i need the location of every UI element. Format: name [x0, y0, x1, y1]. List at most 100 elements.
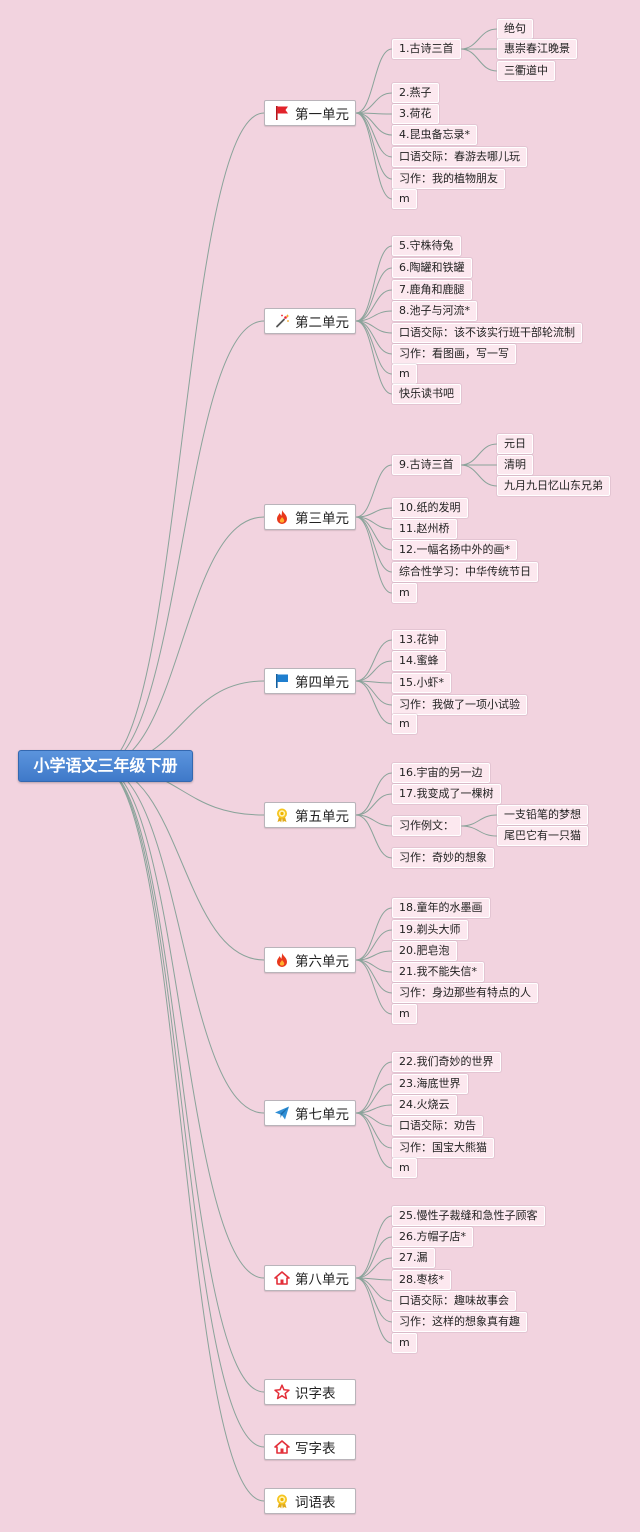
topic-item[interactable]: 15.小虾* [392, 673, 451, 693]
link-root-unit-9 [99, 765, 265, 1393]
topic-item[interactable]: 11.赵州桥 [392, 519, 457, 539]
topic-item[interactable]: m [392, 189, 417, 209]
topic-item[interactable]: 25.慢性子裁缝和急性子顾客 [392, 1206, 545, 1226]
topic-item[interactable]: 口语交际：趣味故事会 [392, 1291, 516, 1311]
topic-item[interactable]: 18.童年的水墨画 [392, 898, 490, 918]
topic-item[interactable]: 2.燕子 [392, 83, 439, 103]
topic-item[interactable]: 6.陶罐和铁罐 [392, 258, 472, 278]
subtopic-item[interactable]: 九月九日忆山东兄弟 [497, 476, 610, 496]
topic-item[interactable]: m [392, 1333, 417, 1353]
unit-topic-7[interactable]: 第七单元 [264, 1100, 356, 1126]
star-icon [274, 1384, 290, 1400]
topic-item[interactable]: 28.枣核* [392, 1270, 451, 1290]
topic-item[interactable]: 习作：我做了一项小试验 [392, 695, 527, 715]
unit-topic-4[interactable]: 第四单元 [264, 668, 356, 694]
topic-item[interactable]: 习作：国宝大熊猫 [392, 1138, 494, 1158]
topic-item[interactable]: 23.海底世界 [392, 1074, 468, 1094]
topic-item[interactable]: 26.方帽子店* [392, 1227, 473, 1247]
topic-item[interactable]: 12.一幅名扬中外的画* [392, 540, 517, 560]
topic-item[interactable]: 1.古诗三首 [392, 39, 461, 59]
unit-topic-9[interactable]: 识字表 [264, 1379, 356, 1405]
subtopic-item[interactable]: 三衢道中 [497, 61, 555, 81]
topic-item[interactable]: 4.昆虫备忘录* [392, 125, 477, 145]
link-unit-topic [355, 1061, 393, 1114]
topic-item[interactable]: 19.剃头大师 [392, 920, 468, 940]
topic-item[interactable]: 3.荷花 [392, 104, 439, 124]
topic-item[interactable]: 7.鹿角和鹿腿 [392, 280, 472, 300]
unit-topic-1[interactable]: 第一单元 [264, 100, 356, 126]
topic-item[interactable]: 9.古诗三首 [392, 455, 461, 475]
link-unit-topic [355, 516, 393, 573]
root-topic[interactable]: 小学语文三年级下册 [18, 750, 193, 782]
link-unit-topic [355, 516, 393, 594]
topic-item[interactable]: 习作：奇妙的想象 [392, 848, 494, 868]
subtopic-item[interactable]: 清明 [497, 455, 533, 475]
topic-item[interactable]: 22.我们奇妙的世界 [392, 1052, 501, 1072]
link-unit-topic [355, 320, 393, 355]
topic-item[interactable]: m [392, 583, 417, 603]
topic-item[interactable]: 口语交际：春游去哪儿玩 [392, 147, 527, 167]
topic-item[interactable]: 24.火烧云 [392, 1095, 457, 1115]
link-unit-topic [355, 112, 393, 200]
topic-item[interactable]: m [392, 1004, 417, 1024]
topic-item[interactable]: 14.蜜蜂 [392, 651, 446, 671]
topic-item[interactable]: m [392, 364, 417, 384]
link-topic-subtopic [460, 814, 498, 827]
topic-item[interactable]: 口语交际：劝告 [392, 1116, 483, 1136]
subtopic-item[interactable]: 一支铅笔的梦想 [497, 805, 588, 825]
topic-item[interactable]: 10.纸的发明 [392, 498, 468, 518]
topic-item[interactable]: 5.守株待兔 [392, 236, 461, 256]
link-root-unit-3 [99, 516, 265, 767]
topic-item[interactable]: 习作：看图画，写一写 [392, 344, 516, 364]
topic-item[interactable]: m [392, 714, 417, 734]
topic-item[interactable]: 20.肥皂泡 [392, 941, 457, 961]
topic-item[interactable]: 16.宇宙的另一边 [392, 763, 490, 783]
link-unit-topic [355, 310, 393, 322]
link-unit-topic [355, 1083, 393, 1114]
topic-item[interactable]: 口语交际：该不该实行班干部轮流制 [392, 323, 582, 343]
topic-item[interactable]: 17.我变成了一棵树 [392, 784, 501, 804]
unit-label: 写字表 [295, 1441, 336, 1457]
blue-flag-icon [274, 673, 290, 689]
link-unit-topic [355, 772, 393, 816]
topic-item[interactable]: 综合性学习：中华传统节日 [392, 562, 538, 582]
fire-icon [274, 509, 290, 525]
link-topic-subtopic [460, 825, 498, 837]
link-unit-topic [355, 1112, 393, 1149]
unit-label: 第四单元 [295, 675, 349, 691]
topic-item[interactable]: 21.我不能失信* [392, 962, 484, 982]
home-icon [274, 1270, 290, 1286]
topic-item[interactable]: 27.漏 [392, 1248, 435, 1268]
unit-topic-2[interactable]: 第二单元 [264, 308, 356, 334]
subtopic-item[interactable]: 元日 [497, 434, 533, 454]
unit-topic-5[interactable]: 第五单元 [264, 802, 356, 828]
link-root-unit-7 [99, 765, 265, 1114]
topic-item[interactable]: m [392, 1158, 417, 1178]
subtopic-item[interactable]: 惠崇春江晚景 [497, 39, 577, 59]
topic-item[interactable]: 快乐读书吧 [392, 384, 461, 404]
link-unit-topic [355, 814, 393, 859]
unit-topic-11[interactable]: 词语表 [264, 1488, 356, 1514]
unit-topic-3[interactable]: 第三单元 [264, 504, 356, 530]
topic-item[interactable]: 习作：身边那些有特点的人 [392, 983, 538, 1003]
link-unit-topic [355, 320, 393, 375]
home-icon [274, 1439, 290, 1455]
unit-topic-10[interactable]: 写字表 [264, 1434, 356, 1460]
subtopic-item[interactable]: 尾巴它有一只猫 [497, 826, 588, 846]
unit-label: 第八单元 [295, 1272, 349, 1288]
link-root-unit-2 [99, 320, 265, 767]
link-unit-topic [355, 907, 393, 961]
topic-item[interactable]: 13.花钟 [392, 630, 446, 650]
link-unit-topic [355, 929, 393, 961]
paper-plane-icon [274, 1105, 290, 1121]
topic-item[interactable]: 习作例文： [392, 816, 461, 836]
topic-item[interactable]: 习作：这样的想象真有趣 [392, 1312, 527, 1332]
unit-label: 第五单元 [295, 809, 349, 825]
unit-topic-6[interactable]: 第六单元 [264, 947, 356, 973]
topic-item[interactable]: 8.池子与河流* [392, 301, 477, 321]
topic-item[interactable]: 习作：我的植物朋友 [392, 169, 505, 189]
unit-topic-8[interactable]: 第八单元 [264, 1265, 356, 1291]
subtopic-item[interactable]: 绝句 [497, 19, 533, 39]
link-unit-topic [355, 289, 393, 322]
